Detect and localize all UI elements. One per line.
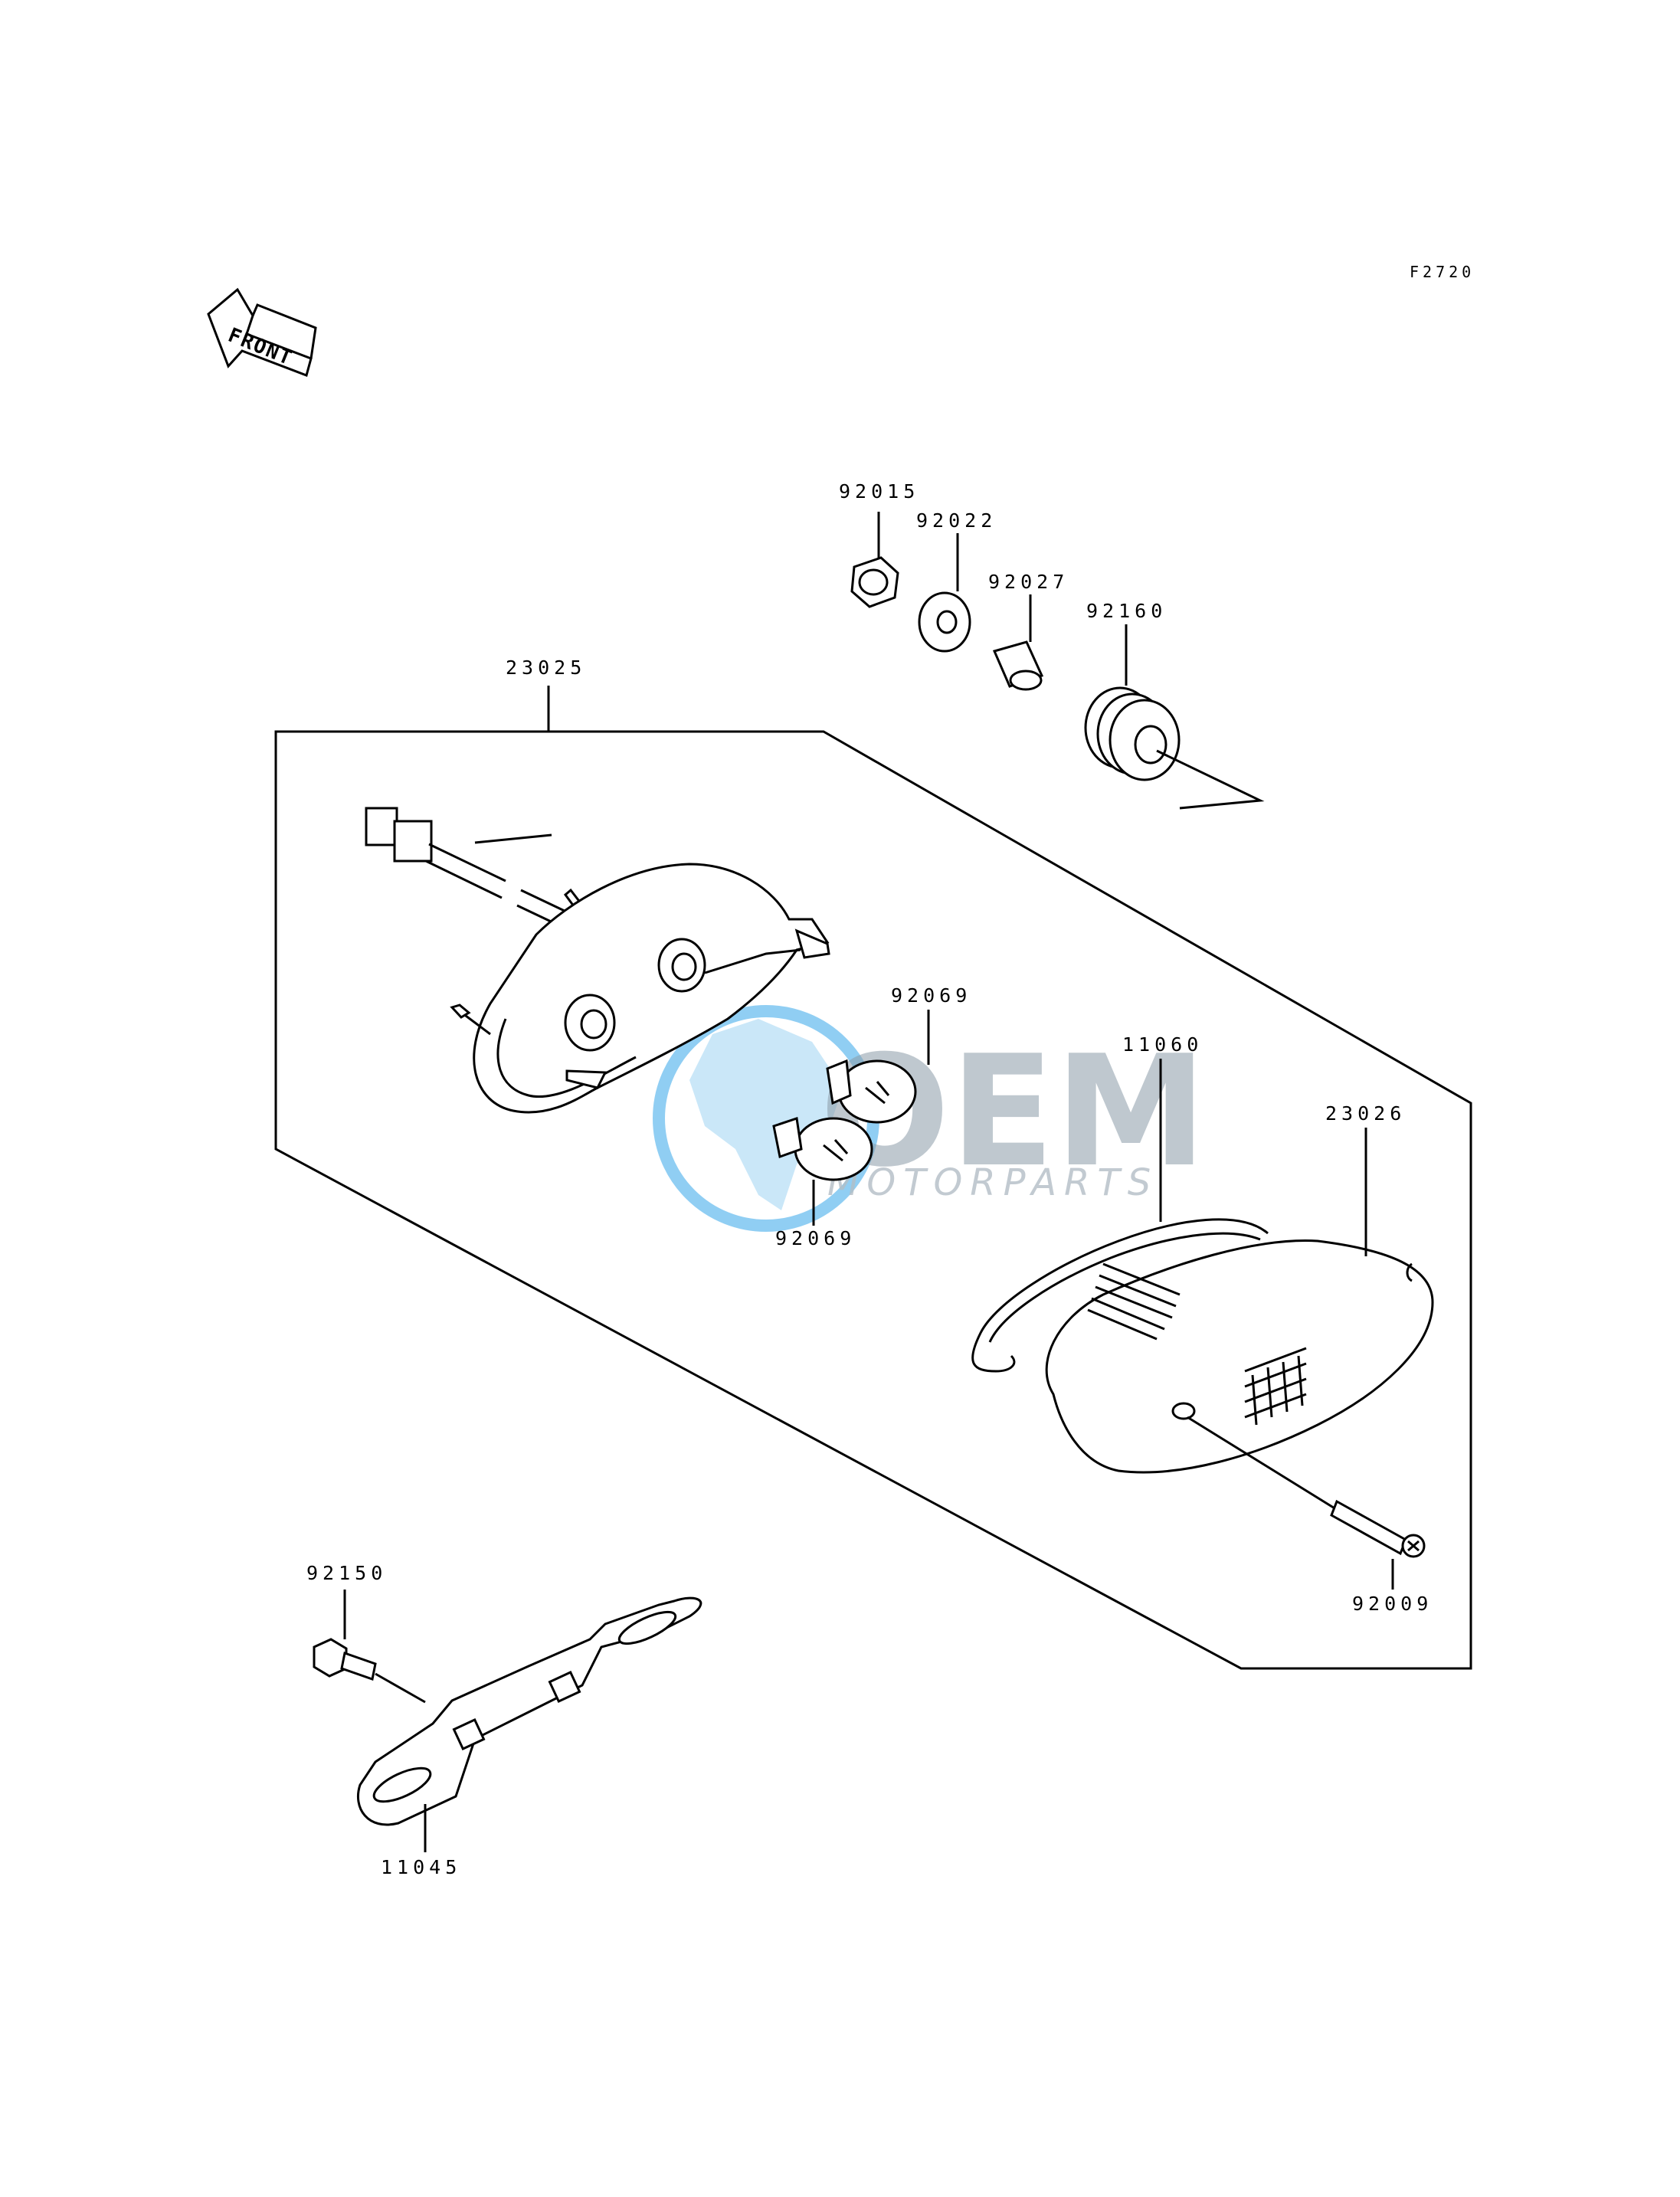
label-92015: 92015	[839, 480, 919, 503]
taillight-housing-23025	[365, 807, 830, 1114]
bolt-92150	[313, 1638, 426, 1704]
figure-code: F2720	[1410, 263, 1475, 281]
front-arrow-icon: FRONT	[207, 287, 317, 377]
label-92022: 92022	[916, 509, 997, 532]
bulb-92069-bottom	[772, 1117, 873, 1181]
label-92150: 92150	[306, 1562, 387, 1584]
label-92009: 92009	[1352, 1593, 1433, 1615]
screw-92009	[1187, 1416, 1426, 1558]
lens-ribs	[1087, 1262, 1181, 1341]
watermark-continents	[689, 1019, 843, 1210]
gasket-11060	[971, 1218, 1269, 1373]
label-11060: 11060	[1122, 1033, 1203, 1056]
label-92069-top: 92069	[891, 984, 971, 1007]
label-23026: 23026	[1325, 1102, 1406, 1125]
lens-23026	[1045, 1239, 1434, 1474]
assembly-outline	[274, 730, 1472, 1670]
nut-92015	[850, 556, 899, 608]
grommet-92160	[1084, 686, 1181, 781]
bracket-11045	[356, 1596, 702, 1826]
label-92027: 92027	[988, 571, 1069, 593]
watermark-sub: MOTORPARTS	[827, 1161, 1158, 1204]
label-92160: 92160	[1086, 600, 1167, 622]
label-11045: 11045	[381, 1856, 461, 1878]
watermark: OEM MOTORPARTS	[653, 1005, 1207, 1232]
label-92069-bottom: 92069	[775, 1227, 856, 1249]
bulb-92069-top	[826, 1059, 917, 1124]
label-23025: 23025	[506, 656, 586, 679]
front-label: FRONT	[224, 324, 296, 371]
collar-92027	[992, 640, 1044, 691]
lens-grid	[1244, 1347, 1307, 1426]
washer-92022	[918, 591, 971, 653]
